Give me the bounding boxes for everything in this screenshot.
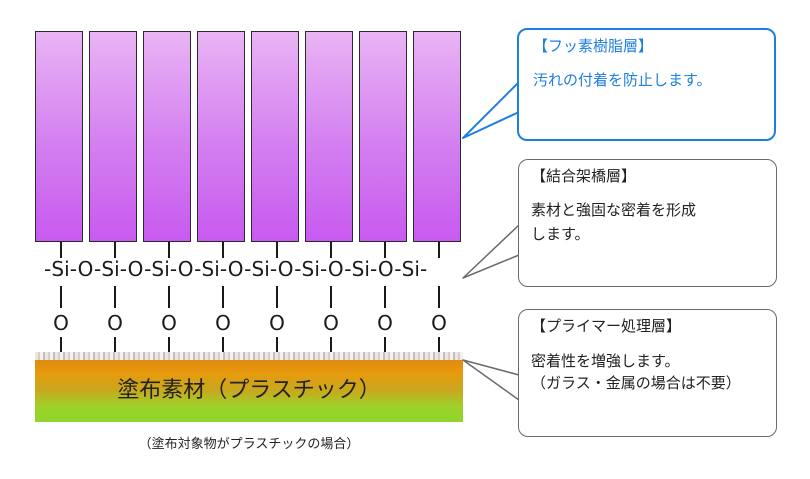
oxygen-atom: O: [323, 311, 339, 335]
resin-pillar: [413, 31, 461, 242]
siloxane-chain: -Si-O-Si-O-Si-O-Si-O-Si-O-Si-O-Si-O-Si-: [44, 257, 428, 281]
crosslink-description-line: します。: [531, 225, 590, 243]
resin-pillar: [305, 31, 353, 242]
crosslink-description-line: 素材と強固な密着を形成: [531, 201, 697, 219]
fluoro-resin-callout: 【フッ素樹脂層】 汚れの付着を防止します。: [517, 28, 776, 141]
oxygen-atom: O: [161, 311, 177, 335]
oxygen-atom: O: [107, 311, 123, 335]
oxygen-atom: O: [431, 311, 447, 335]
resin-pillar: [89, 31, 137, 242]
bond-stem: [384, 242, 386, 258]
substrate-block: [35, 352, 463, 422]
primer-title: 【プライマー処理層】: [531, 317, 682, 335]
diagram-caption: （塗布対象物がプラスチックの場合）: [138, 437, 360, 452]
bond-stem: [438, 337, 440, 354]
crosslink-title: 【結合架橋層】: [531, 167, 637, 185]
oxygen-atom: O: [269, 311, 285, 335]
oxygen-atom: O: [215, 311, 231, 335]
resin-pillar: [143, 31, 191, 242]
bond-stem: [60, 242, 62, 258]
fluoro-pointer: [462, 81, 520, 139]
bond-stem: [330, 286, 332, 308]
bond-stem: [276, 286, 278, 308]
bond-stem: [222, 242, 224, 258]
resin-pillar: [359, 31, 407, 242]
bond-stem: [168, 337, 170, 354]
bond-stem: [438, 286, 440, 308]
bond-stem: [114, 337, 116, 354]
bond-stem: [60, 286, 62, 308]
primer-description: 密着性を増強します。 （ガラス・金属の場合は不要）: [531, 350, 764, 394]
bond-stem: [276, 242, 278, 258]
bond-stem: [114, 286, 116, 308]
resin-pillar: [35, 31, 83, 242]
oxygen-atom: O: [377, 311, 393, 335]
bond-stem: [114, 242, 116, 258]
bond-stem: [330, 337, 332, 354]
primer-description-line: （ガラス・金属の場合は不要）: [531, 374, 741, 392]
bond-stem: [276, 337, 278, 354]
bond-stem: [438, 242, 440, 258]
resin-pillar: [197, 31, 245, 242]
fluoro-resin-description: 汚れの付着を防止します。: [533, 71, 712, 89]
bond-stem: [222, 286, 224, 308]
primer-description-line: 密着性を増強します。: [531, 352, 680, 370]
bond-stem: [384, 286, 386, 308]
bond-stem: [60, 337, 62, 354]
resin-pillar: [251, 31, 299, 242]
oxygen-atom: O: [53, 311, 69, 335]
substrate-label: 塗布素材（プラスチック）: [117, 378, 381, 403]
bond-stem: [330, 242, 332, 258]
crosslink-pointer: [462, 224, 520, 279]
primer-surface: [35, 352, 463, 360]
crosslink-callout: 【結合架橋層】 素材と強固な密着を形成 します。: [518, 159, 777, 287]
bond-stem: [384, 337, 386, 354]
primer-callout: 【プライマー処理層】 密着性を増強します。 （ガラス・金属の場合は不要）: [518, 309, 777, 437]
fluoro-resin-title: 【フッ素樹脂層】: [533, 37, 654, 55]
bond-stem: [222, 337, 224, 354]
bond-stem: [168, 242, 170, 258]
crosslink-description: 素材と強固な密着を形成 します。: [531, 198, 764, 246]
bond-stem: [168, 286, 170, 308]
